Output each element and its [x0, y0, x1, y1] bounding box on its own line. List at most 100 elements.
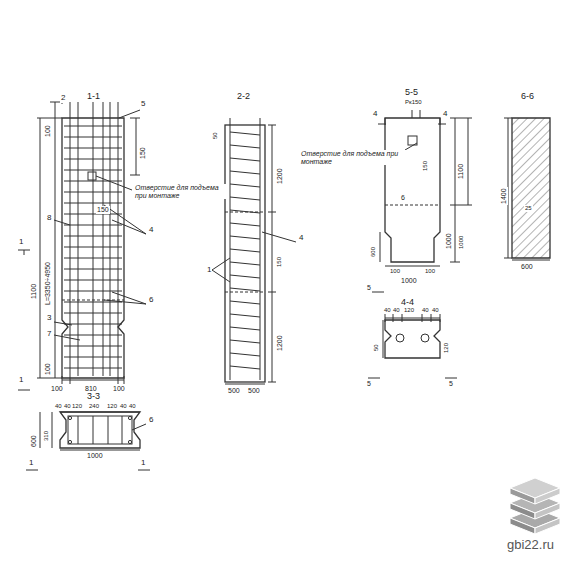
drawing-label: 40: [392, 307, 401, 314]
stirrup: [230, 366, 260, 369]
stirrup: [230, 132, 260, 135]
drawing-label: 50: [373, 343, 380, 352]
stirrup: [64, 137, 122, 138]
stirrup: [64, 192, 122, 193]
stirrup: [64, 324, 122, 325]
drawing-label: 4: [372, 110, 378, 119]
stirrup: [64, 236, 122, 237]
drawing-label: 6: [148, 416, 154, 425]
drawing-label: 40: [128, 403, 137, 410]
stirrup: [230, 275, 260, 278]
drawing-label: 1000: [400, 277, 418, 285]
drawing-label: 600: [520, 263, 534, 271]
drawing-label: 4: [298, 234, 304, 243]
drawing-label: 25: [524, 205, 533, 212]
drawing-label: 120: [71, 403, 83, 410]
stirrup: [230, 262, 260, 265]
drawing-label: 1: [140, 459, 146, 468]
stirrup: [64, 181, 122, 182]
drawing-label: 120: [106, 403, 118, 410]
stirrup: [64, 225, 122, 226]
drawing-label: 120: [443, 342, 450, 354]
stirrup: [64, 159, 122, 160]
drawing-label: 8: [46, 214, 52, 223]
drawing-label: 310: [43, 430, 50, 442]
stirrup: [64, 170, 122, 171]
drawing-label: 40: [431, 307, 440, 314]
stirrups: [230, 132, 260, 369]
drawing-label: 1: [206, 266, 212, 275]
drawing-label: 1-1: [86, 92, 101, 102]
drawing-label: 150: [422, 160, 429, 172]
view-1-1: [18, 96, 146, 390]
stirrup: [230, 314, 260, 317]
drawing-label: 100: [389, 268, 401, 275]
stirrup: [230, 327, 260, 330]
drawing-label: 150: [96, 206, 110, 214]
drawing-label: 5: [140, 100, 146, 109]
drawing-label: 600: [30, 434, 38, 448]
drawing-label: 5: [448, 380, 454, 388]
drawing-label: 500: [247, 387, 261, 395]
stirrup: [230, 184, 260, 187]
drawing-label: 1100: [457, 163, 465, 180]
stirrup: [230, 158, 260, 161]
drawing-label: 100: [424, 268, 436, 275]
stirrup: [64, 357, 122, 358]
stirrups: [64, 126, 122, 368]
section-4-4: [368, 314, 457, 378]
stirrup: [64, 368, 122, 369]
stirrup: [64, 258, 122, 259]
drawing-label: 7: [46, 330, 52, 339]
drawing-label: 1000: [458, 235, 465, 250]
drawing-label: 5: [366, 380, 372, 388]
drawing-label: 1200: [276, 167, 284, 185]
stirrup: [64, 280, 122, 281]
drawing-label: Отверстие для подъема при монтаже: [300, 150, 406, 165]
drawing-label: 1000: [86, 452, 104, 460]
stirrup: [64, 148, 122, 149]
stirrup: [230, 197, 260, 200]
drawing-label: 40: [421, 307, 430, 314]
stirrup: [230, 210, 260, 213]
stirrup: [230, 288, 260, 291]
drawing-label: 40: [383, 307, 392, 314]
drawing-label: 1000: [445, 232, 453, 250]
stirrup: [64, 214, 122, 215]
drawing-label: 50: [212, 131, 219, 140]
drawing-label: 100: [44, 362, 52, 376]
stirrup: [230, 301, 260, 304]
stirrup: [230, 236, 260, 239]
stirrup: [64, 291, 122, 292]
drawing-label: 1: [18, 238, 24, 247]
drawing-label: 5: [366, 284, 372, 292]
view-6-6: [504, 118, 550, 260]
drawing-label: 600: [370, 246, 377, 258]
stirrup: [64, 302, 122, 303]
drawing-label: 6: [400, 194, 406, 202]
drawing-label: 120: [403, 307, 415, 314]
stirrup: [64, 126, 122, 127]
drawing-label: 5-5: [404, 88, 419, 98]
drawing-label: 1400: [500, 187, 508, 205]
drawing-label: 3-3: [86, 392, 101, 402]
drawing-label: 500: [227, 387, 241, 395]
logo-icon: [510, 478, 560, 534]
drawing-label: 240: [88, 403, 100, 410]
stirrup: [230, 223, 260, 226]
stirrup: [64, 269, 122, 270]
stirrup: [64, 313, 122, 314]
drawing-label: 6-6: [520, 92, 535, 102]
drawing-label: 100: [50, 385, 64, 393]
drawing-label: 4: [148, 226, 154, 235]
stirrup: [64, 346, 122, 347]
stirrup: [230, 340, 260, 343]
drawing-label: 1: [28, 459, 34, 468]
stirrup: [230, 171, 260, 174]
drawing-label: L=3350÷4950: [44, 261, 52, 306]
stirrup: [230, 249, 260, 252]
drawing-label: 2-2: [236, 92, 251, 102]
drawing-label: 2: [60, 94, 66, 103]
drawing-label: 1: [18, 376, 24, 385]
